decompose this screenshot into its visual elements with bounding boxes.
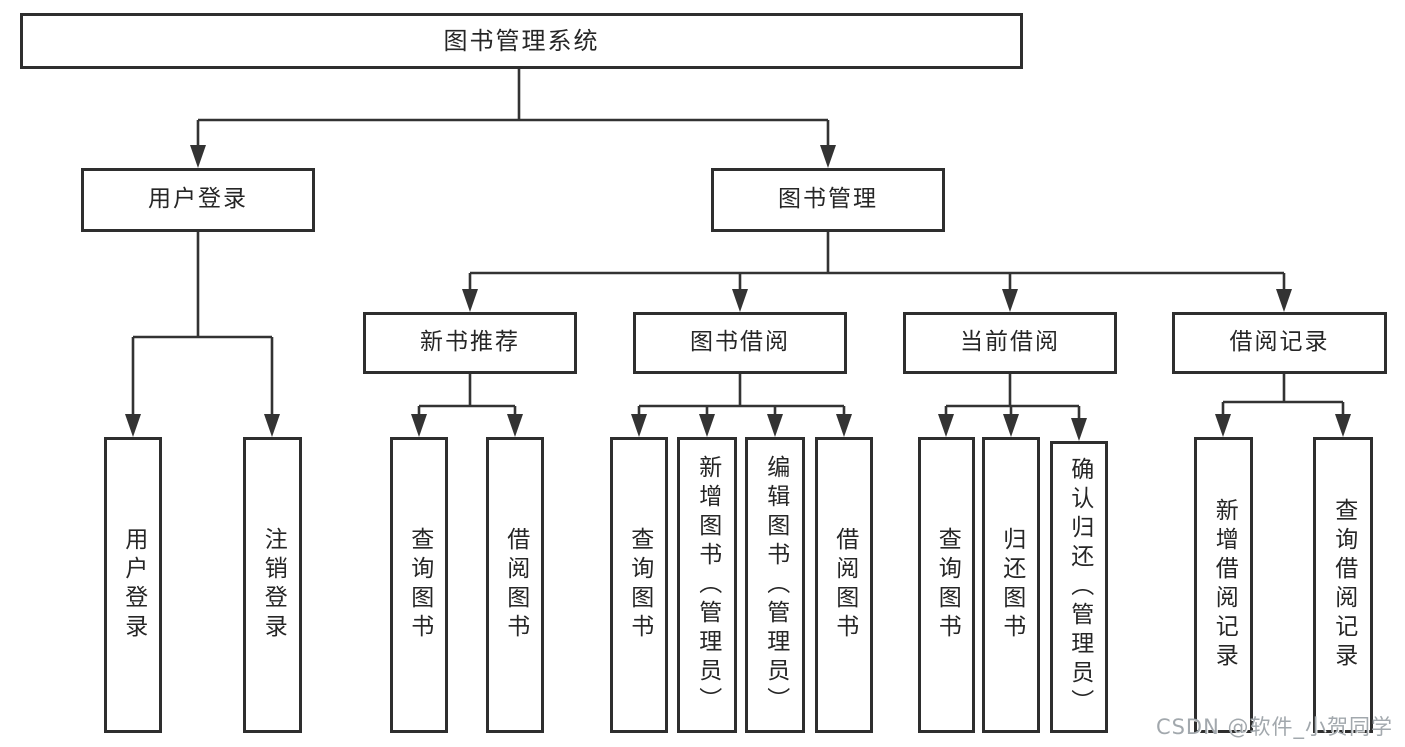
leaf-cb-query-books-label: 查询图书 <box>934 527 961 643</box>
leaf-cb-query-books: 查询图书 <box>918 437 975 733</box>
leaf-bb-query-books: 查询图书 <box>610 437 668 733</box>
edge-new-book-rec-to-leaves <box>417 374 517 414</box>
arrowheads <box>125 145 1351 441</box>
edge-current-borrow-to-leaves <box>944 374 1081 418</box>
leaf-nbr-query-books-label: 查询图书 <box>406 527 433 643</box>
leaf-br-add-record: 新增借阅记录 <box>1194 437 1253 733</box>
node-book-management: 图书管理 <box>711 168 945 232</box>
node-borrowing-records-label: 借阅记录 <box>1229 329 1330 356</box>
leaf-br-query-record: 查询借阅记录 <box>1313 437 1373 733</box>
csdn-watermark: CSDN @软件_小贺同学 <box>1155 715 1393 739</box>
leaf-nbr-borrow-books-label: 借阅图书 <box>502 527 529 643</box>
leaf-cb-confirm-return-admin-label: 确认归还（管理员） <box>1066 456 1093 718</box>
leaf-user-login: 用户登录 <box>104 437 162 733</box>
edge-user-login-to-leaves <box>131 232 274 414</box>
node-new-book-recommend: 新书推荐 <box>363 312 577 374</box>
leaf-bb-borrow-books: 借阅图书 <box>815 437 873 733</box>
leaf-cb-confirm-return-admin: 确认归还（管理员） <box>1050 441 1108 733</box>
node-book-borrowing: 图书借阅 <box>633 312 847 374</box>
node-user-login-module-label: 用户登录 <box>148 186 248 213</box>
leaf-nbr-query-books: 查询图书 <box>390 437 448 733</box>
edge-book-mgmt-to-level3 <box>468 232 1286 289</box>
node-book-management-label: 图书管理 <box>778 186 878 213</box>
leaf-bb-add-books-admin-label: 新增图书（管理员） <box>694 454 721 716</box>
leaf-bb-edit-books-admin: 编辑图书（管理员） <box>745 437 805 733</box>
node-library-system: 图书管理系统 <box>20 13 1023 69</box>
node-current-borrowing: 当前借阅 <box>903 312 1117 374</box>
node-user-login-module: 用户登录 <box>81 168 315 232</box>
edge-book-borrow-to-leaves <box>637 374 846 414</box>
leaf-nbr-borrow-books: 借阅图书 <box>486 437 544 733</box>
node-current-borrowing-label: 当前借阅 <box>960 329 1060 356</box>
leaf-br-query-record-label: 查询借阅记录 <box>1330 498 1357 672</box>
leaf-logout-label: 注销登录 <box>260 527 287 643</box>
leaf-bb-borrow-books-label: 借阅图书 <box>831 527 858 643</box>
leaf-cb-return-books: 归还图书 <box>982 437 1040 733</box>
leaf-logout: 注销登录 <box>243 437 302 733</box>
leaf-bb-add-books-admin: 新增图书（管理员） <box>677 437 737 733</box>
leaf-bb-query-books-label: 查询图书 <box>626 527 653 643</box>
node-new-book-recommend-label: 新书推荐 <box>420 329 520 356</box>
node-library-system-label: 图书管理系统 <box>443 26 600 55</box>
node-borrowing-records: 借阅记录 <box>1172 312 1387 374</box>
edge-root-to-level2 <box>196 69 830 145</box>
leaf-br-add-record-label: 新增借阅记录 <box>1211 498 1238 672</box>
leaf-user-login-label: 用户登录 <box>120 527 147 643</box>
leaf-bb-edit-books-admin-label: 编辑图书（管理员） <box>762 454 789 716</box>
edge-borrow-record-to-leaves <box>1221 374 1345 414</box>
leaf-cb-return-books-label: 归还图书 <box>998 527 1025 643</box>
tree-edges <box>131 69 1345 418</box>
node-book-borrowing-label: 图书借阅 <box>690 329 790 356</box>
